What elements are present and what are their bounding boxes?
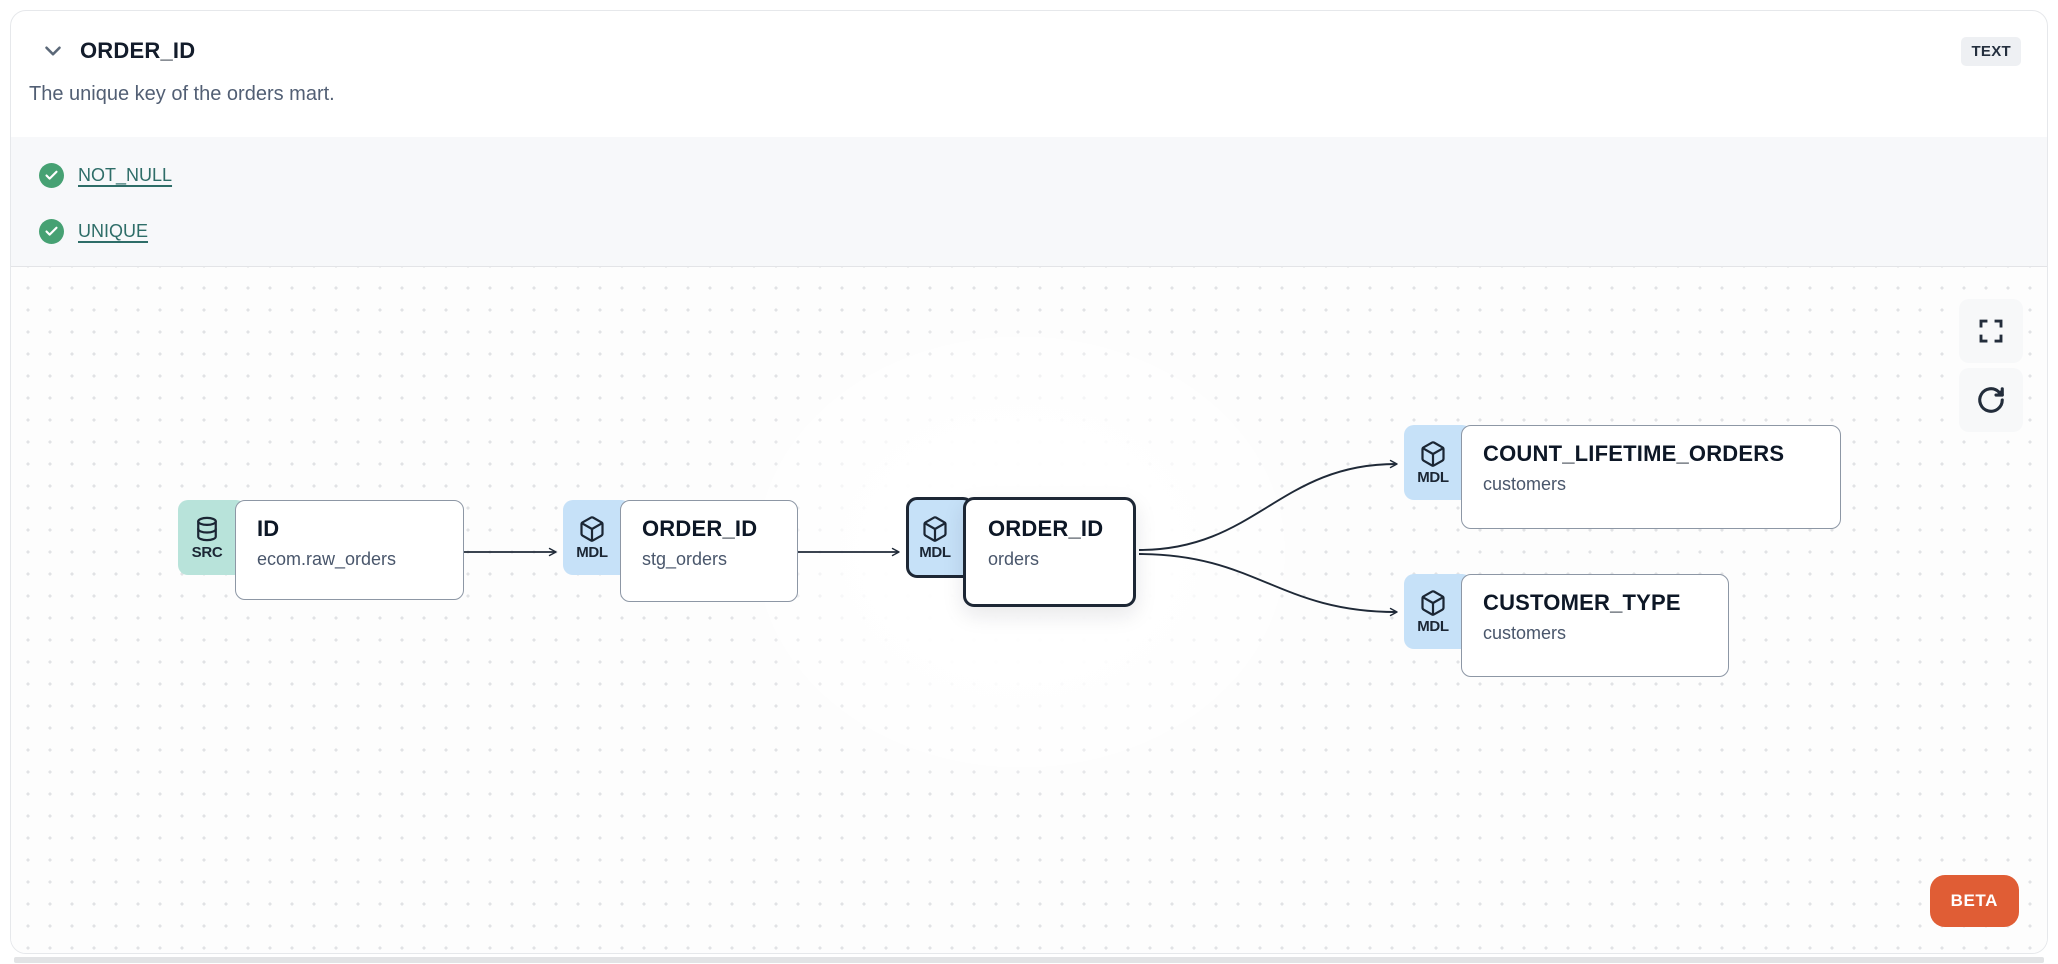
node-kind-label: SRC xyxy=(191,543,223,561)
lineage-node-count-lifetime-orders[interactable]: MDL COUNT_LIFETIME_ORDERS customers xyxy=(1404,425,1841,529)
collapse-toggle-button[interactable] xyxy=(38,36,68,66)
node-title: COUNT_LIFETIME_ORDERS xyxy=(1483,441,1785,466)
check-circle-icon xyxy=(39,218,64,244)
column-description: The unique key of the orders mart. xyxy=(29,83,335,105)
page-bottom-divider xyxy=(14,957,2044,963)
check-circle-icon xyxy=(39,162,64,188)
fullscreen-button[interactable] xyxy=(1959,299,2023,363)
cube-icon xyxy=(1419,589,1447,617)
tests-section: NOT_NULL UNIQUE xyxy=(11,137,2047,267)
lineage-node-orders-selected[interactable]: MDL ORDER_ID orders xyxy=(906,497,1136,607)
node-kind-label: MDL xyxy=(1417,617,1449,635)
node-kind-label: MDL xyxy=(1417,468,1449,486)
panel-header: ORDER_ID TEXT xyxy=(11,11,2047,67)
node-title: ORDER_ID xyxy=(988,516,1104,541)
test-row: NOT_NULL xyxy=(39,158,2021,192)
refresh-icon xyxy=(1976,385,2006,415)
test-row: UNIQUE xyxy=(39,214,2021,248)
node-kind-badge: MDL xyxy=(1404,425,1472,500)
node-kind-label: MDL xyxy=(919,543,951,561)
node-card: CUSTOMER_TYPE customers xyxy=(1461,574,1729,677)
node-subtitle: customers xyxy=(1483,623,1567,643)
lineage-node-stg-orders[interactable]: MDL ORDER_ID stg_orders xyxy=(563,500,798,602)
node-subtitle: customers xyxy=(1483,474,1567,494)
database-icon xyxy=(193,515,221,543)
chevron-down-icon xyxy=(40,38,66,64)
column-title: ORDER_ID xyxy=(80,38,196,63)
test-link-not-null[interactable]: NOT_NULL xyxy=(78,164,173,185)
test-link-unique[interactable]: UNIQUE xyxy=(78,220,149,241)
fullscreen-icon xyxy=(1976,316,2006,346)
cube-icon xyxy=(921,515,949,543)
node-card: COUNT_LIFETIME_ORDERS customers xyxy=(1461,425,1841,529)
node-subtitle: orders xyxy=(988,549,1040,569)
beta-badge: BETA xyxy=(1929,875,2019,927)
column-detail-panel: ORDER_ID TEXT The unique key of the orde… xyxy=(10,10,2048,954)
lineage-canvas[interactable]: SRC ID ecom.raw_orders MDL ORDER_ID stg xyxy=(11,267,2047,953)
node-kind-badge: MDL xyxy=(563,500,631,575)
node-title: ORDER_ID xyxy=(642,516,758,541)
lineage-node-customer-type[interactable]: MDL CUSTOMER_TYPE customers xyxy=(1404,574,1729,677)
type-badge: TEXT xyxy=(1961,36,2021,66)
node-kind-label: MDL xyxy=(576,543,608,561)
node-card: ID ecom.raw_orders xyxy=(235,500,464,600)
node-subtitle: stg_orders xyxy=(642,549,728,569)
node-kind-badge: MDL xyxy=(1404,574,1472,649)
lineage-edges xyxy=(454,459,1398,617)
cube-icon xyxy=(1419,440,1447,468)
node-title: ID xyxy=(257,516,280,541)
node-subtitle: ecom.raw_orders xyxy=(257,549,397,569)
node-card: ORDER_ID orders xyxy=(963,497,1136,607)
canvas-controls xyxy=(1959,299,2023,432)
cube-icon xyxy=(578,515,606,543)
node-card: ORDER_ID stg_orders xyxy=(620,500,798,602)
lineage-node-raw-orders[interactable]: SRC ID ecom.raw_orders xyxy=(178,500,464,600)
node-title: CUSTOMER_TYPE xyxy=(1483,590,1681,615)
node-kind-badge: SRC xyxy=(178,500,246,575)
refresh-button[interactable] xyxy=(1959,368,2023,432)
